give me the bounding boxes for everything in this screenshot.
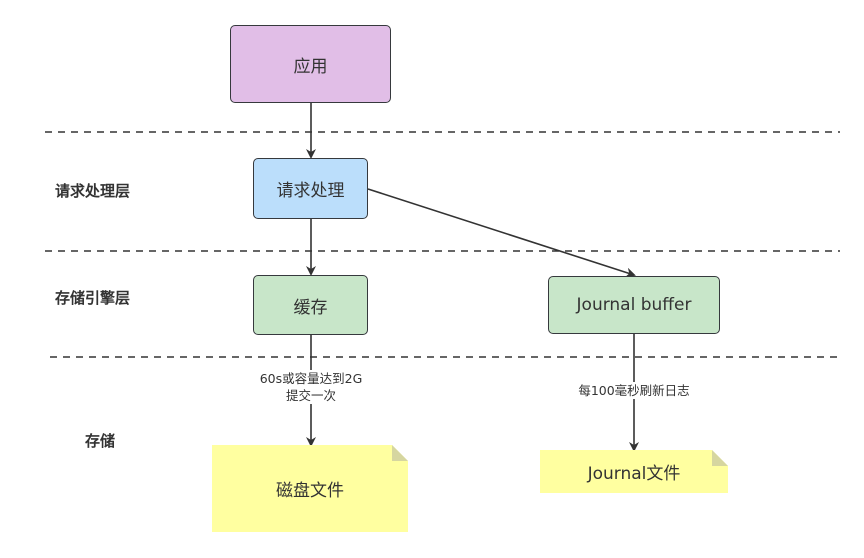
journal-file-note-shape [540, 450, 728, 493]
edge-label-line-1: 60s或容量达到2G [259, 371, 363, 386]
layer-label-engine: 存储引擎层 [55, 289, 131, 307]
edge-label-cache-to-disk: 60s或容量达到2G 提交一次 [254, 370, 368, 404]
journal-buffer-node: Journal buffer [548, 276, 720, 334]
cache-node: 缓存 [253, 275, 368, 335]
disk-file-note-fold [392, 445, 408, 461]
edge-label-line-2: 提交一次 [285, 388, 336, 403]
arrow-request-to-buffer [367, 188, 636, 278]
disk-file-note-shape [212, 445, 408, 532]
layer-label-request: 请求处理层 [55, 182, 131, 200]
journal-file-note-fold [712, 450, 728, 466]
journal-file-node: Journal文件 [587, 464, 681, 484]
request-node: 请求处理 [253, 158, 368, 219]
disk-file-node: 磁盘文件 [276, 481, 344, 501]
app-node: 应用 [230, 25, 391, 103]
layer-label-storage: 存储 [85, 432, 116, 450]
edge-label-buffer-to-journal: 每100毫秒刷新日志 [561, 382, 707, 399]
